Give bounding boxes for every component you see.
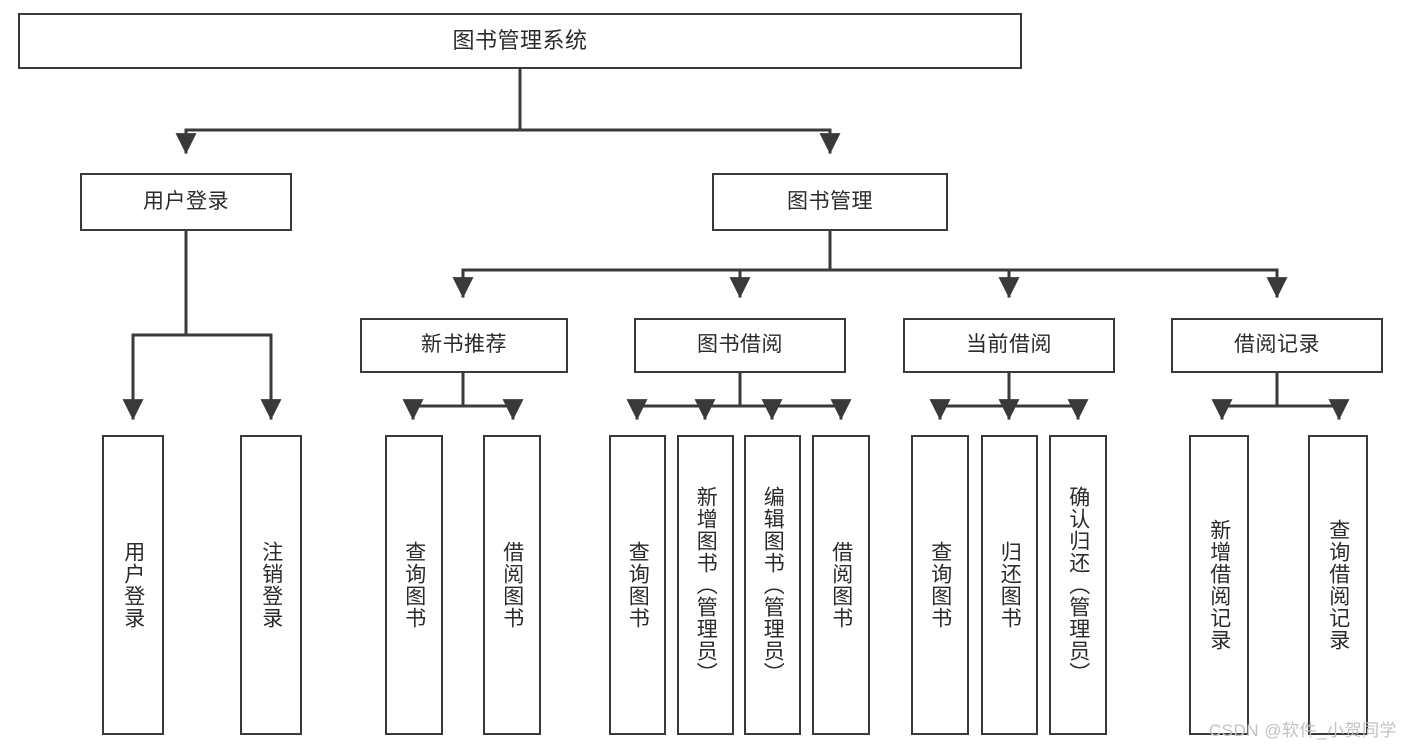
node-leaf-add-book-admin[interactable]: 新增图书（管理员） <box>677 435 734 735</box>
node-leaf-confirm-return-admin[interactable]: 确认归还（管理员） <box>1049 435 1107 735</box>
node-label: 新书推荐 <box>421 333 507 357</box>
node-label: 图书管理 <box>787 189 873 213</box>
node-label: 编辑图书（管理员） <box>761 486 785 684</box>
node-leaf-query-borrow-record[interactable]: 查询借阅记录 <box>1308 435 1368 735</box>
node-leaf-logout[interactable]: 注销登录 <box>240 435 302 735</box>
node-label: 查询图书 <box>626 541 650 629</box>
node-label: 用户登录 <box>143 189 229 213</box>
node-label: 图书管理系统 <box>452 28 588 54</box>
node-current-borrowing[interactable]: 当前借阅 <box>903 318 1115 373</box>
node-label: 查询图书 <box>402 541 426 629</box>
node-label: 借阅记录 <box>1234 333 1320 357</box>
node-user-login[interactable]: 用户登录 <box>80 173 292 231</box>
node-label: 确认归还（管理员） <box>1066 486 1090 684</box>
node-leaf-query-book-borrow[interactable]: 查询图书 <box>609 435 666 735</box>
node-label: 注销登录 <box>259 541 283 629</box>
node-book-borrowing[interactable]: 图书借阅 <box>634 318 846 373</box>
node-label: 归还图书 <box>998 541 1022 629</box>
node-borrowing-record[interactable]: 借阅记录 <box>1171 318 1383 373</box>
node-leaf-edit-book-admin[interactable]: 编辑图书（管理员） <box>744 435 801 735</box>
node-leaf-query-book-current[interactable]: 查询图书 <box>911 435 969 735</box>
node-leaf-borrow-book-rec[interactable]: 借阅图书 <box>483 435 541 735</box>
node-book-management[interactable]: 图书管理 <box>712 173 948 231</box>
node-new-book-recommendation[interactable]: 新书推荐 <box>360 318 568 373</box>
node-leaf-query-book-rec[interactable]: 查询图书 <box>385 435 443 735</box>
node-leaf-return-book[interactable]: 归还图书 <box>981 435 1038 735</box>
node-leaf-user-login[interactable]: 用户登录 <box>102 435 164 735</box>
node-label: 新增图书（管理员） <box>694 486 718 684</box>
node-label: 当前借阅 <box>966 333 1052 357</box>
node-label: 借阅图书 <box>829 541 853 629</box>
node-label: 查询借阅记录 <box>1326 519 1350 651</box>
node-label: 用户登录 <box>121 541 145 629</box>
node-leaf-borrow-book[interactable]: 借阅图书 <box>812 435 870 735</box>
node-label: 图书借阅 <box>697 333 783 357</box>
node-leaf-add-borrow-record[interactable]: 新增借阅记录 <box>1189 435 1249 735</box>
node-label: 新增借阅记录 <box>1207 519 1231 651</box>
node-label: 借阅图书 <box>500 541 524 629</box>
node-root-book-management-system[interactable]: 图书管理系统 <box>18 13 1022 69</box>
node-label: 查询图书 <box>928 541 952 629</box>
